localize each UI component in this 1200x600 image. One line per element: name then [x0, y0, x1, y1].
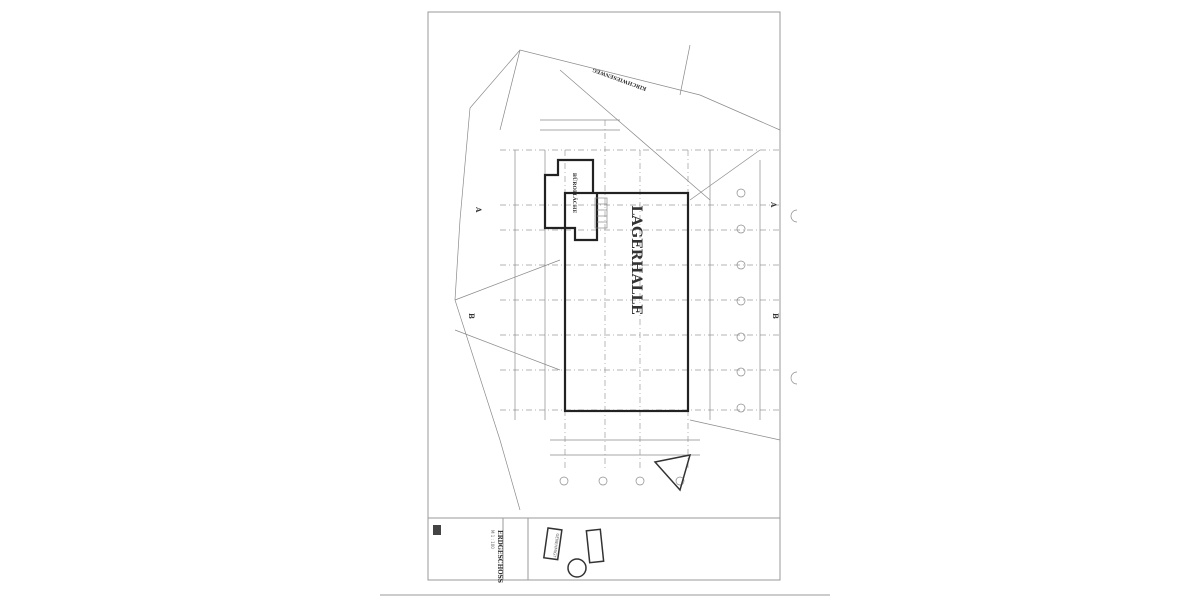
north-arrow-icon: [653, 454, 692, 492]
title-block-title: ERDGESCHOSS: [496, 530, 503, 583]
section-mark-a-right: A: [769, 201, 778, 208]
punch-hole-icon: [790, 371, 798, 385]
staircase: [594, 197, 608, 229]
firm-logo: [433, 525, 441, 535]
street-label: KIRCHWIESENWEG: [592, 66, 648, 91]
sheet-frame: [427, 11, 781, 581]
svg-text:GENEHMIGT: GENEHMIGT: [552, 533, 560, 558]
section-mark-a-left: A: [474, 206, 483, 213]
axis-markers: [559, 188, 746, 486]
round-seal: [567, 558, 587, 578]
approval-stamp: GENEHMIGT: [542, 527, 563, 561]
section-mark-b-right: B: [771, 313, 780, 319]
stamp-label: [585, 528, 605, 564]
lagerhalle-label: LAGERHALLE: [628, 205, 644, 314]
title-block-scale: M 1 : 100: [490, 530, 495, 549]
lagerhalle-walls: [563, 191, 690, 413]
punch-hole-icon: [790, 209, 798, 223]
office-label: BÜROFLÄCHE: [571, 173, 578, 214]
section-mark-b-left: B: [467, 313, 476, 319]
site-boundary: [454, 44, 781, 511]
building-walls: [543, 158, 690, 413]
title-block: ERDGESCHOSS M 1 : 100 GENEHMIGT: [433, 518, 605, 583]
